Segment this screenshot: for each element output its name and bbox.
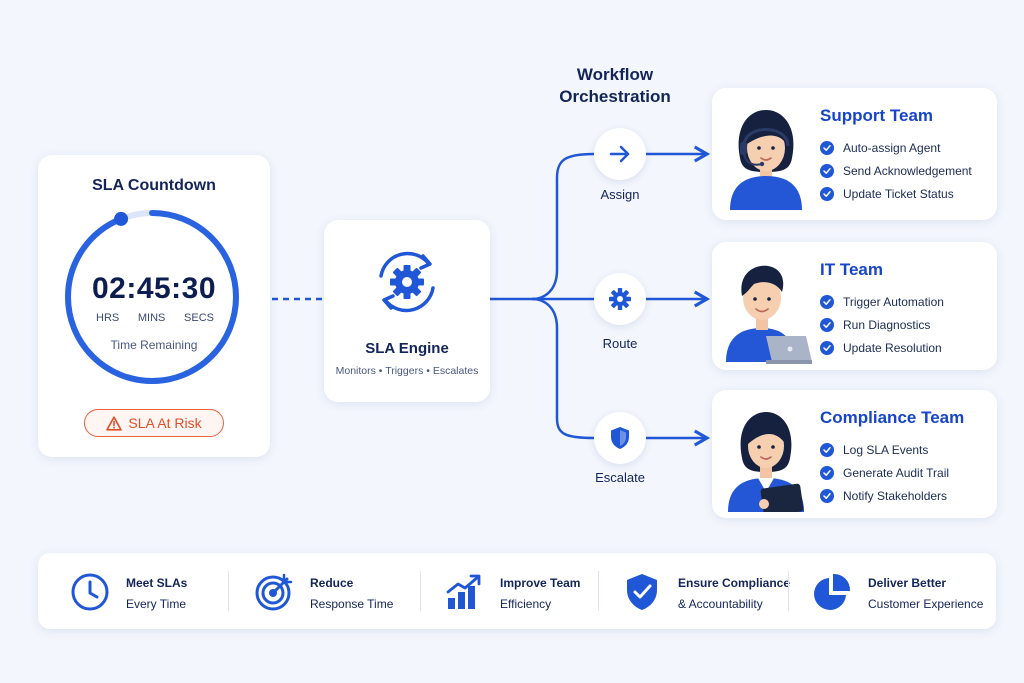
workflow-title-line2: Orchestration	[559, 87, 671, 106]
unit-minutes: MINS	[137, 312, 166, 324]
support-team-title: Support Team	[820, 106, 934, 125]
divider	[420, 571, 421, 611]
branch-to-escalate	[531, 297, 595, 440]
benefit-title: Deliver Better	[868, 576, 947, 590]
warning-icon	[106, 415, 123, 431]
sla-status-text: SLA At Risk	[128, 415, 202, 431]
list-item: Update Ticket Status	[820, 182, 972, 205]
shield-check-icon	[627, 574, 657, 610]
compliance-officer-avatar	[728, 412, 804, 512]
it-team-title: IT Team	[820, 260, 883, 279]
sla-engine-card: SLA Engine Monitors • Triggers • Escalat…	[324, 220, 490, 402]
benefit-subtitle: Customer Experience	[868, 597, 984, 611]
growth-chart-icon	[446, 574, 481, 609]
benefits-bar: Meet SLAs Every Time Reduce Response Tim…	[38, 553, 996, 629]
it-engineer-avatar	[726, 265, 812, 364]
assign-node	[594, 128, 646, 180]
list-item: Update Resolution	[820, 336, 944, 359]
branch-to-assign	[531, 152, 595, 301]
benefit-subtitle: Response Time	[310, 597, 394, 611]
countdown-units: HRS MINS SECS	[96, 312, 214, 324]
countdown-ring-knob	[114, 211, 129, 226]
check-icon	[820, 163, 834, 178]
list-item: Notify Stakeholders	[820, 484, 949, 507]
unit-seconds: SECS	[184, 312, 214, 324]
engine-subtitle: Monitors • Triggers • Escalates	[335, 365, 479, 377]
benefit-title: Reduce	[310, 576, 354, 590]
benefit-subtitle: Efficiency	[500, 597, 552, 611]
target-icon	[255, 573, 293, 611]
support-team-actions: Auto-assign Agent Send Acknowledgement U…	[820, 136, 972, 205]
unit-hours: HRS	[96, 312, 120, 324]
engine-name: SLA Engine	[365, 340, 449, 357]
benefit-title: Meet SLAs	[126, 576, 188, 590]
check-icon	[820, 294, 834, 309]
sla-countdown-card: SLA Countdown 02:45:30 HRS MINS SECS Tim…	[38, 155, 270, 457]
compliance-team-title: Compliance Team	[820, 408, 965, 427]
time-remaining-label: Time Remaining	[110, 338, 198, 352]
support-agent-avatar	[730, 110, 802, 210]
benefit-title: Improve Team	[500, 576, 581, 590]
check-icon	[820, 186, 834, 201]
escalate-node	[594, 412, 646, 464]
countdown-ring	[65, 210, 239, 384]
benefit-title: Ensure Compliance	[678, 576, 791, 590]
divider	[598, 571, 599, 611]
sla-at-risk-badge: SLA At Risk	[84, 409, 224, 437]
escalate-label: Escalate	[595, 470, 645, 485]
check-icon	[820, 465, 834, 480]
benefit-subtitle: Every Time	[126, 597, 187, 611]
list-item: Log SLA Events	[820, 438, 949, 461]
compliance-team-actions: Log SLA Events Generate Audit Trail Noti…	[820, 438, 949, 507]
gear-icon	[609, 288, 631, 310]
divider	[228, 571, 229, 611]
list-item: Auto-assign Agent	[820, 136, 972, 159]
list-item: Trigger Automation	[820, 290, 944, 313]
route-node	[594, 273, 646, 325]
list-item: Send Acknowledgement	[820, 159, 972, 182]
clock-icon	[71, 573, 109, 611]
benefit-subtitle: & Accountability	[678, 597, 763, 611]
countdown-time: 02:45:30	[91, 272, 217, 305]
arrow-right-icon	[609, 145, 630, 163]
check-icon	[820, 317, 834, 332]
check-icon	[820, 340, 834, 355]
workflow-orchestration-title: Workflow Orchestration	[540, 64, 690, 108]
sla-countdown-title: SLA Countdown	[92, 177, 216, 194]
check-icon	[820, 488, 834, 503]
shield-icon	[611, 427, 629, 449]
assign-label: Assign	[600, 187, 640, 202]
workflow-title-line1: Workflow	[576, 65, 654, 84]
check-icon	[820, 442, 834, 457]
divider	[788, 571, 789, 611]
pie-chart-icon	[814, 573, 851, 610]
it-team-card: IT Team Trigger Automation Run Diagnosti…	[712, 242, 997, 370]
it-team-actions: Trigger Automation Run Diagnostics Updat…	[820, 290, 944, 359]
check-icon	[820, 140, 834, 155]
list-item: Generate Audit Trail	[820, 461, 949, 484]
route-label: Route	[602, 336, 638, 351]
engine-gear-cycle-icon	[379, 251, 435, 313]
compliance-team-card: Compliance Team Log SLA Events Generate …	[712, 390, 997, 518]
support-team-card: Support Team Auto-assign Agent Send Ackn…	[712, 88, 997, 220]
list-item: Run Diagnostics	[820, 313, 944, 336]
